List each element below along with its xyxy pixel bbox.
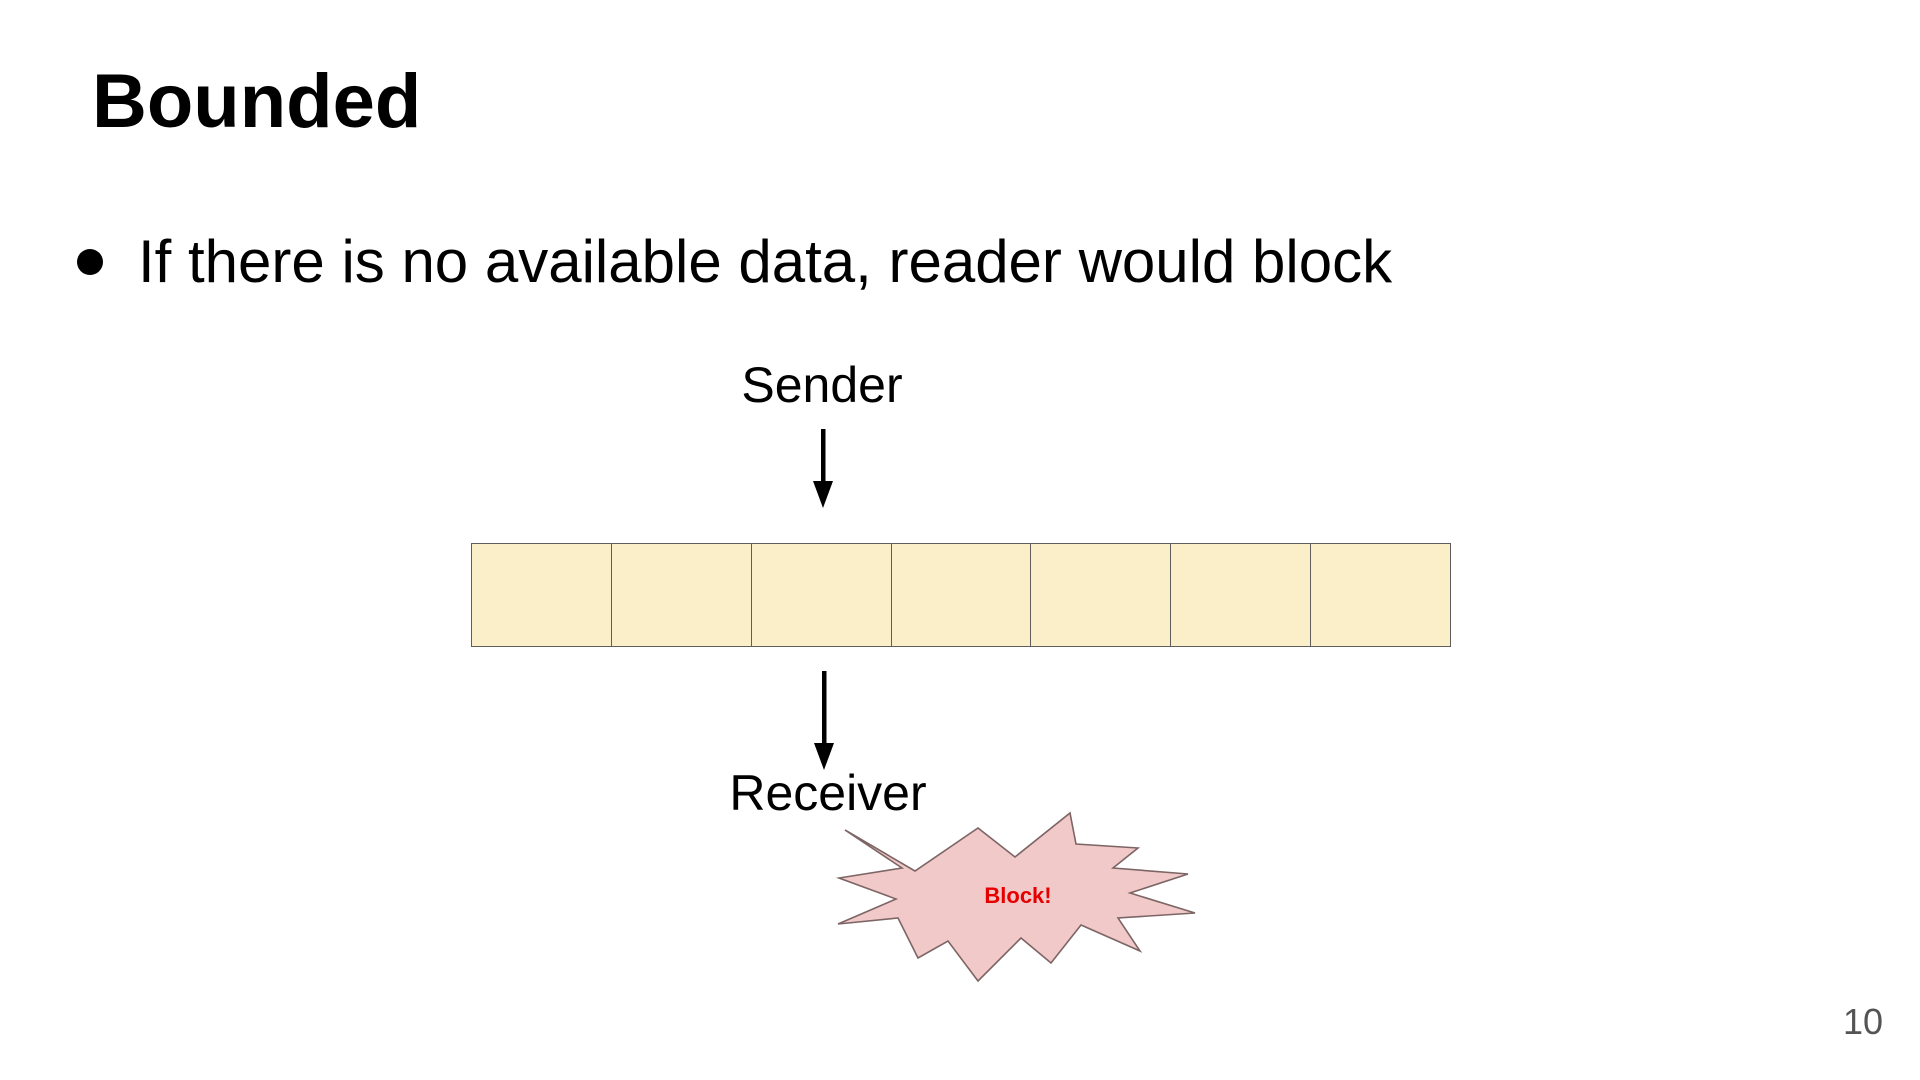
buffer-cell xyxy=(1171,544,1312,646)
bullet-text: If there is no available data, reader wo… xyxy=(138,228,1393,295)
sender-arrow-down-icon xyxy=(813,429,833,508)
block-label: Block! xyxy=(984,883,1051,908)
slide-title: Bounded xyxy=(92,59,422,144)
buffer-cell xyxy=(751,544,892,646)
buffer-table xyxy=(471,543,1451,647)
receiver-label: Receiver xyxy=(729,765,927,821)
receiver-arrow-down-icon xyxy=(814,671,834,770)
buffer-cell xyxy=(891,544,1032,646)
buffer-cell xyxy=(1031,544,1172,646)
buffer-cell xyxy=(472,544,612,646)
buffer-cell xyxy=(611,544,752,646)
block-starburst: Block! xyxy=(835,811,1196,983)
buffer-cell xyxy=(1311,544,1451,646)
bullet-item: If there is no available data, reader wo… xyxy=(77,232,1392,292)
bullet-dot xyxy=(77,249,103,275)
page-number: 10 xyxy=(1842,1001,1883,1042)
sender-label: Sender xyxy=(741,357,903,413)
starburst-shape xyxy=(835,811,1196,983)
